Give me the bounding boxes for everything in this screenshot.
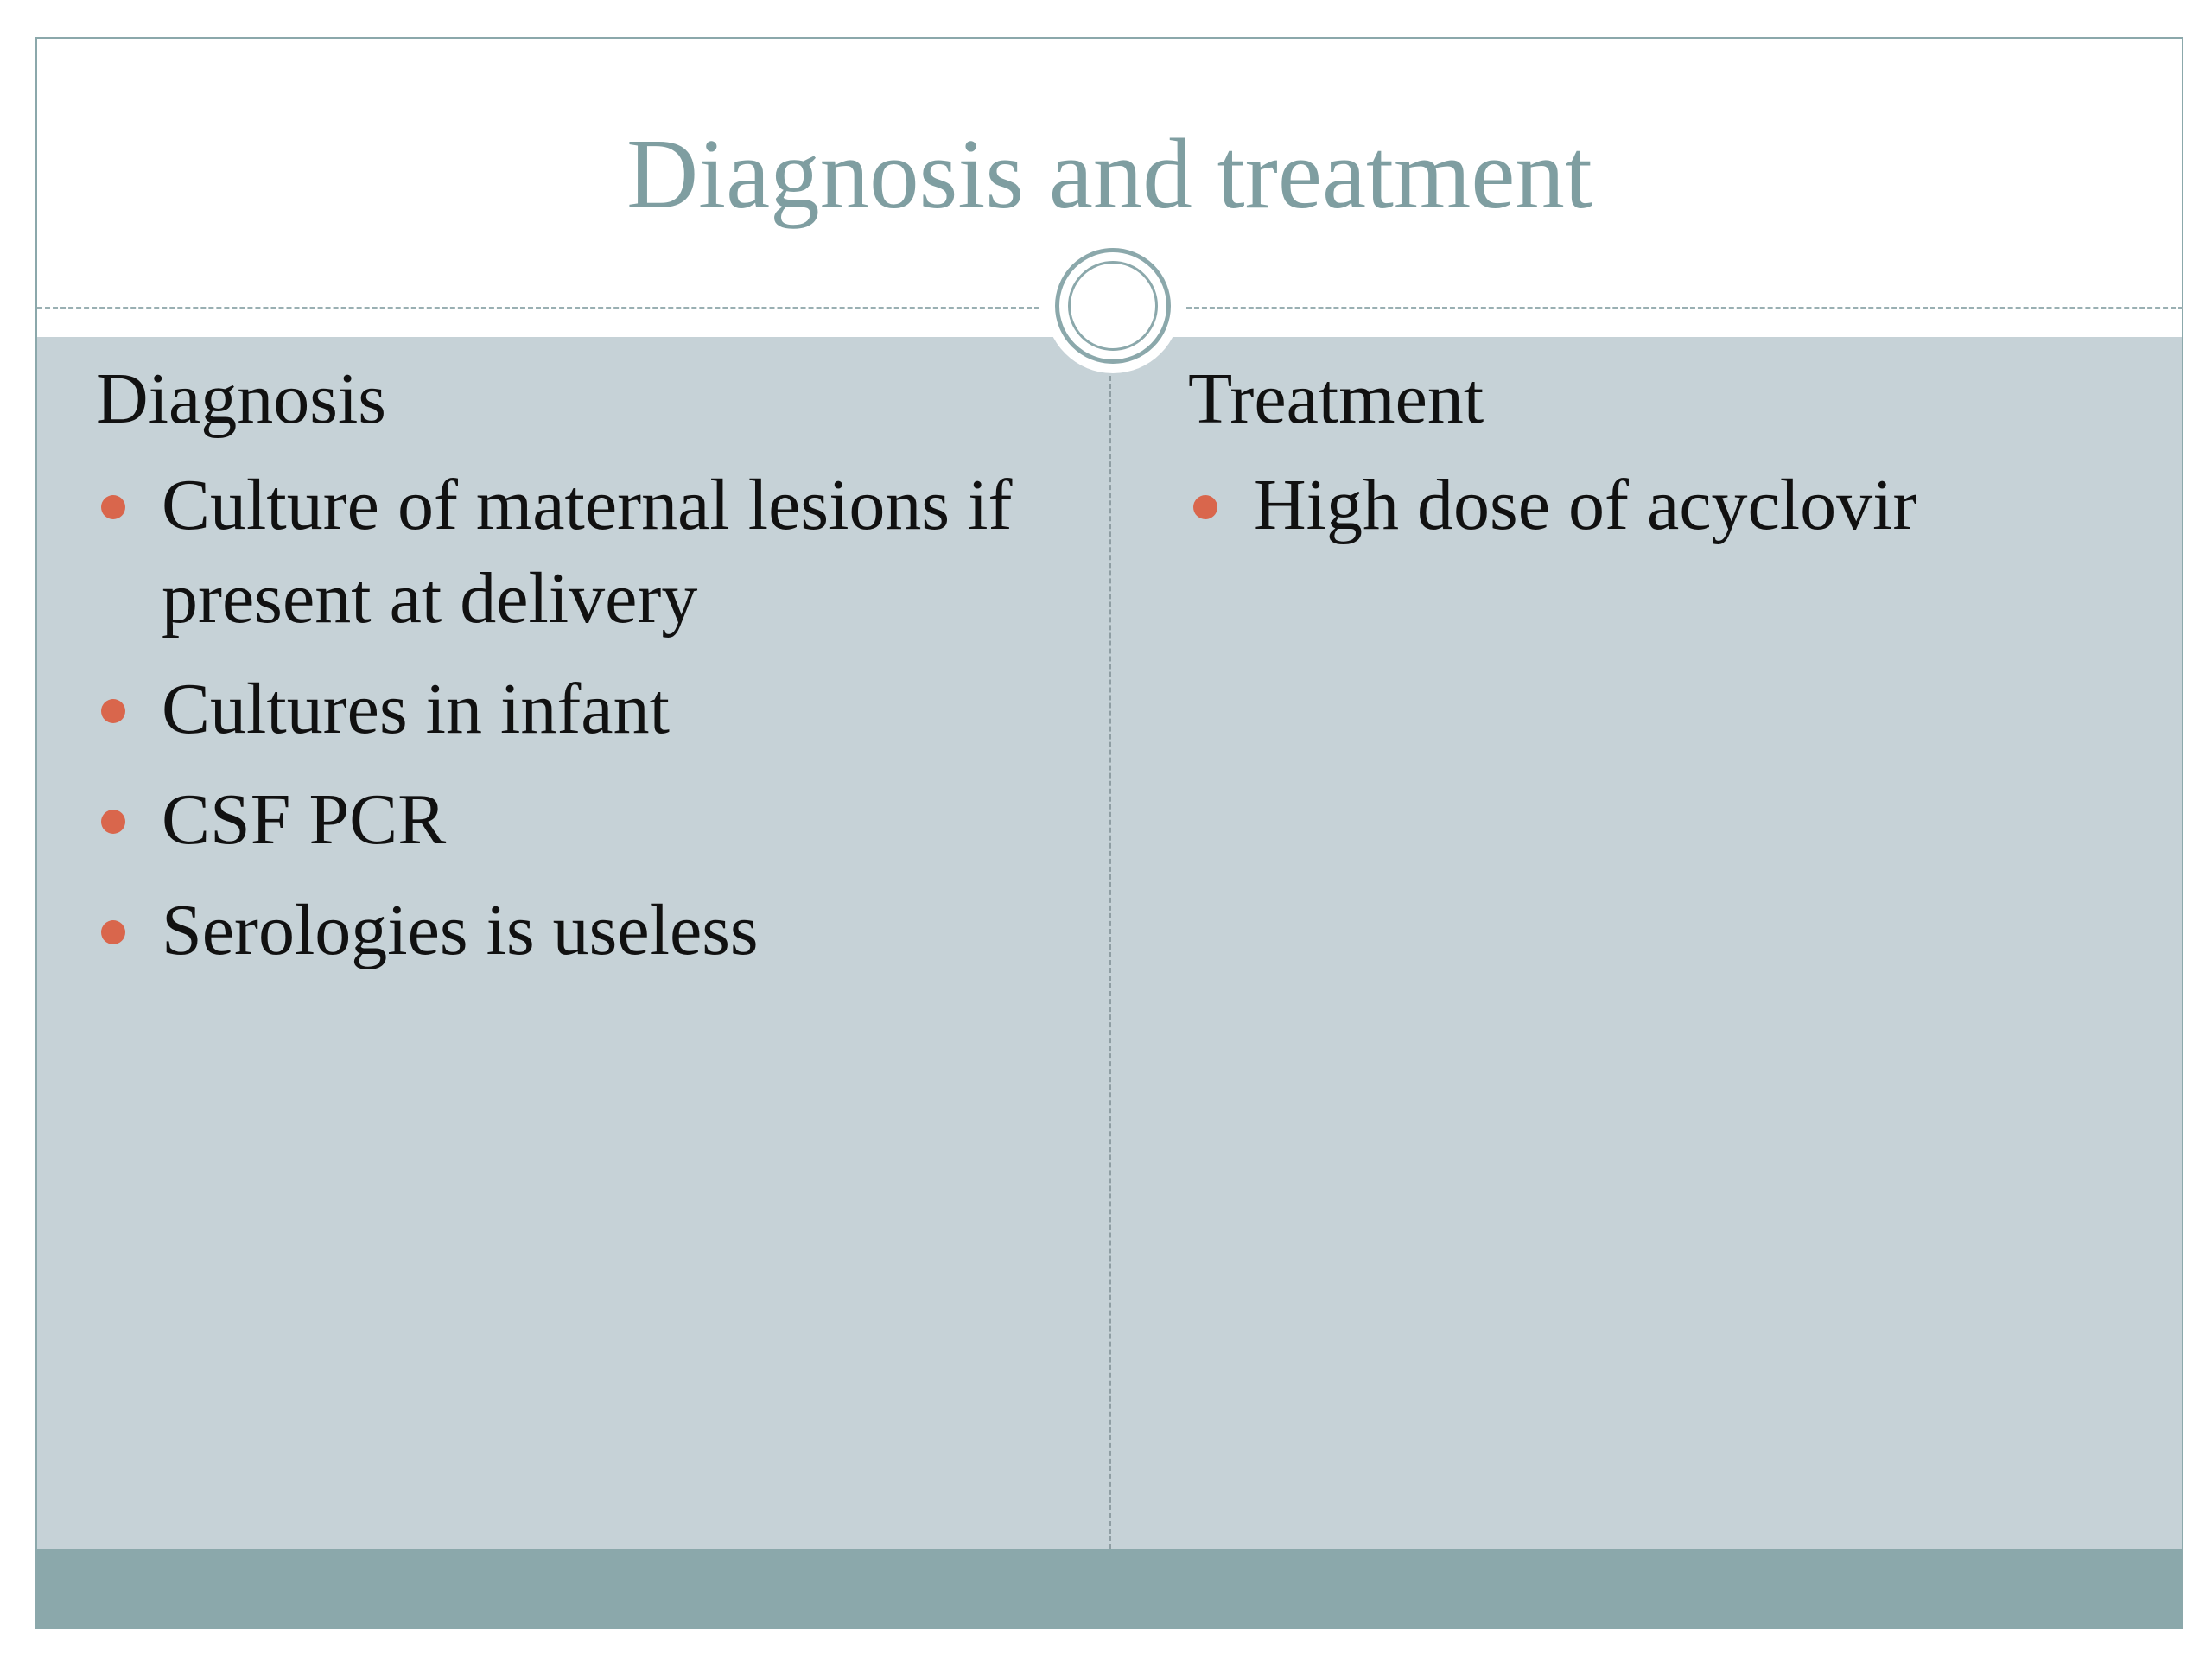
title-divider-left [37, 307, 1039, 309]
list-item-text: Cultures in infant [162, 669, 670, 749]
list-item-text: Culture of maternal lesions if present a… [162, 465, 1013, 639]
treatment-column: Treatment High dose of acyclovir [1188, 352, 2139, 569]
bullet-dot-icon [101, 920, 125, 944]
diagnosis-heading: Diagnosis [96, 359, 386, 439]
list-item: Cultures in infant [96, 663, 1072, 756]
diagnosis-list: Culture of maternal lesions if present a… [96, 459, 1072, 977]
list-item-text: High dose of acyclovir [1254, 465, 1917, 545]
title-divider-right [1186, 307, 2183, 309]
bullet-dot-icon [101, 699, 125, 723]
diagnosis-column: Diagnosis Culture of maternal lesions if… [96, 352, 1072, 995]
bullet-dot-icon [1193, 495, 1217, 519]
list-item: CSF PCR [96, 773, 1072, 867]
list-item-text: Serologies is useless [162, 890, 759, 970]
bullet-dot-icon [101, 810, 125, 834]
circle-ornament-icon [1055, 248, 1171, 364]
treatment-list: High dose of acyclovir [1188, 459, 2139, 552]
list-item: Serologies is useless [96, 884, 1072, 977]
column-divider [1109, 376, 1111, 1549]
list-item: Culture of maternal lesions if present a… [96, 459, 1072, 645]
bullet-dot-icon [101, 495, 125, 519]
footer-bar [37, 1549, 2182, 1627]
list-item-text: CSF PCR [162, 779, 447, 860]
slide: Diagnosis and treatment Diagnosis Cultur… [35, 37, 2183, 1629]
slide-title: Diagnosis and treatment [626, 119, 1592, 229]
treatment-heading: Treatment [1188, 359, 1484, 439]
list-item: High dose of acyclovir [1188, 459, 2139, 552]
circle-ornament-inner [1068, 261, 1158, 351]
